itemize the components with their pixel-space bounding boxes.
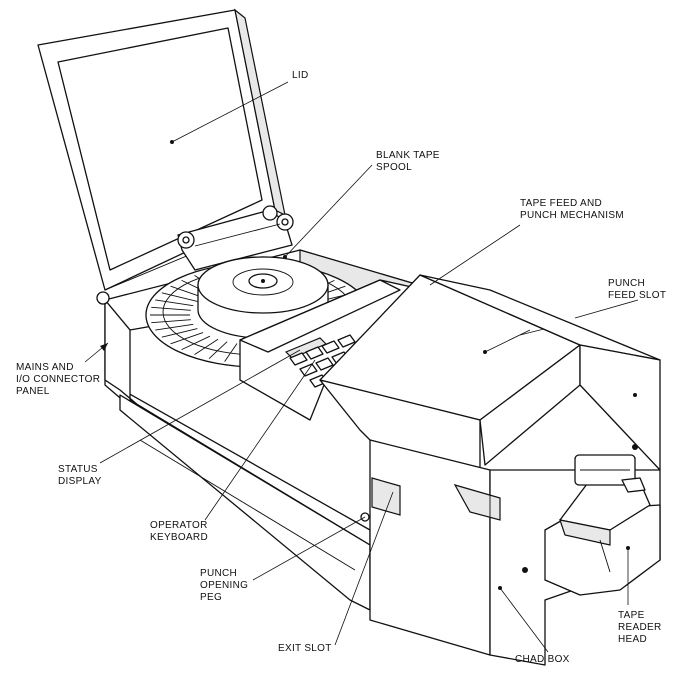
label-line: BLANK TAPE [376,150,440,161]
leader-mechanism-dot [484,329,531,353]
leader-chad-box [499,587,549,653]
label-line: I/O CONNECTOR [16,374,101,385]
label-punch-feed-slot: PUNCH FEED SLOT [608,278,666,302]
leader-spool [284,164,373,258]
exit-slot [371,477,401,516]
label-line: PUNCH [200,568,238,579]
tape-reader-head [544,454,661,596]
label-status-display: STATUS DISPLAY [58,464,102,488]
label-mains-connector: MAINS AND I/O CONNECTOR PANEL [16,362,100,398]
spool-rib [194,338,219,355]
label-line: STATUS [58,464,98,475]
leader-tape-feed [429,224,521,286]
leader-lid [171,81,289,143]
leader-lines [84,81,639,653]
leader-punch-feed-slot [574,299,639,319]
label-chad-box: CHAD BOX [515,654,570,666]
spool-rib [155,299,194,307]
label-line: PUNCH [608,278,646,289]
spool-rib [170,332,204,345]
leader-status-display [99,349,301,464]
label-line: OPENING [200,580,249,591]
label-lid: LID [292,70,308,82]
label-tape-feed-punch: TAPE FEED AND PUNCH MECHANISM [520,198,624,222]
label-line: TAPE FEED AND [520,198,603,209]
label-operator-keyboard: OPERATOR KEYBOARD [150,520,208,544]
label-line: FEED SLOT [608,290,667,301]
hinge-bolt [96,291,110,305]
label-line: OPERATOR [150,520,208,531]
keyboard-key [315,357,334,371]
label-line: KEYBOARD [150,532,208,543]
label-punch-opening-peg: PUNCH OPENING PEG [200,568,248,604]
label-line: DISPLAY [58,476,102,487]
label-line: SPOOL [376,162,412,173]
label-line: HEAD [618,634,647,645]
leader-exit-slot [334,491,394,646]
label-blank-tape-spool: BLANK TAPE SPOOL [376,150,440,174]
spool-rib [155,323,194,331]
label-line: MAINS AND [16,362,74,373]
label-line: EXIT SLOT [278,643,332,654]
lid [37,8,286,305]
label-line: CHAD BOX [515,654,570,665]
label-line: READER [618,622,662,633]
label-exit-slot: EXIT SLOT [278,643,332,655]
spool-rib [151,306,191,311]
spool-rib [161,328,198,338]
spool-rib [181,335,211,351]
label-line: TAPE [618,610,645,621]
keyboard-key [337,334,356,348]
spool-rib [224,343,238,362]
keyboard-key [305,346,324,360]
keyboard-key [321,340,340,354]
spool-rib [151,319,191,324]
leader-keyboard [204,359,316,521]
label-line: PEG [200,592,223,603]
keyboard-key [289,352,308,366]
spool-rib [208,341,228,360]
label-line: PUNCH MECHANISM [520,210,624,221]
leader-peg [252,516,366,581]
label-tape-reader-head: TAPE READER HEAD [618,610,661,646]
label-line: PANEL [16,386,50,397]
spool-rib [161,292,198,302]
label-lid-text: LID [292,70,309,81]
spool-arm [177,205,294,271]
